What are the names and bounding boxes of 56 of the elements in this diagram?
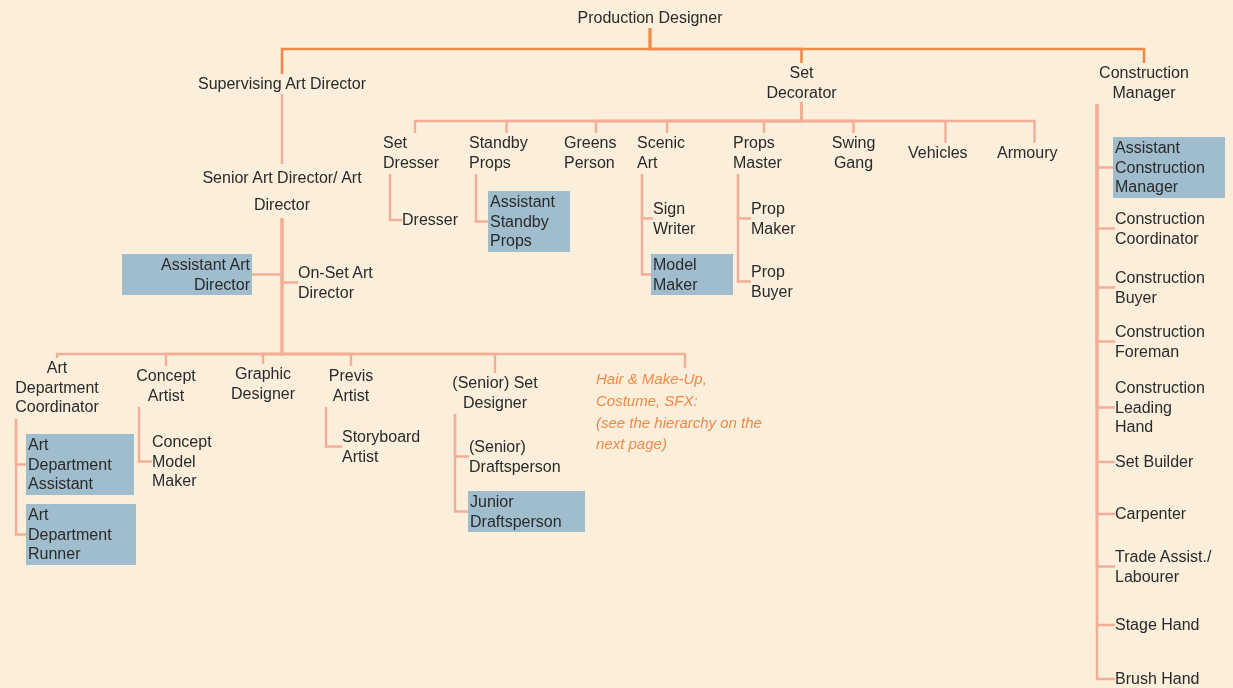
role-label: Scenic Art: [637, 133, 697, 173]
connector-line: [388, 174, 402, 222]
connector-line: [648, 28, 1146, 63]
highlighted-role-box: Junior Draftsperson: [468, 491, 585, 533]
role-label: Swing Gang: [826, 133, 881, 173]
role-label: Graphic Designer: [222, 364, 304, 404]
role-label: Concept Model Maker: [152, 432, 224, 491]
role-label: Supervising Art Director: [182, 74, 382, 94]
highlighted-role-box: Assistant Standby Props: [488, 191, 570, 252]
role-label: Dresser: [402, 210, 472, 230]
role-label: Storyboard Artist: [342, 427, 437, 467]
role-label: Previs Artist: [322, 366, 380, 406]
role-label: Greens Person: [564, 133, 628, 173]
role-label: Carpenter: [1115, 504, 1225, 524]
connector-line: [640, 174, 651, 276]
connector-line: [280, 94, 284, 164]
role-label: Stage Hand: [1115, 615, 1225, 635]
connector-line: [453, 414, 468, 513]
role-label: (Senior) Set Designer: [440, 373, 550, 413]
highlighted-role-box: Art Department Runner: [26, 504, 136, 565]
role-label: Set Dresser: [383, 133, 447, 173]
role-label: Set Decorator: [754, 63, 849, 103]
highlighted-role-box: Model Maker: [651, 254, 733, 296]
role-label: Concept Artist: [128, 366, 204, 406]
role-label: (Senior) Draftsperson: [469, 437, 581, 477]
connector-line: [280, 218, 687, 368]
connector-line: [137, 407, 152, 463]
role-label: Senior Art Director/ Art Director: [198, 164, 366, 219]
role-label: On-Set Art Director: [298, 263, 398, 303]
role-label: Construction Buyer: [1115, 268, 1225, 308]
note-text: Hair & Make-Up, Costume, SFX:: [596, 369, 708, 411]
role-label: Standby Props: [469, 133, 544, 173]
role-label: Construction Coordinator: [1115, 209, 1225, 249]
role-label: Prop Buyer: [751, 262, 809, 302]
role-label: Production Designer: [555, 8, 745, 28]
connector-line: [474, 174, 488, 223]
role-label: Construction Foreman: [1115, 322, 1225, 362]
role-label: Trade Assist./ Labourer: [1115, 547, 1227, 587]
role-label: Construction Manager: [1085, 63, 1203, 103]
role-label: Vehicles: [908, 143, 983, 163]
role-label: Sign Writer: [653, 199, 711, 239]
role-label: Armoury: [997, 143, 1072, 163]
role-label: Brush Hand: [1115, 669, 1225, 688]
role-label: Props Master: [733, 133, 795, 173]
connector-line: [736, 174, 751, 283]
highlighted-role-box: Art Department Assistant: [26, 434, 134, 495]
connector-line: [324, 407, 342, 448]
note-text: (see the hierarchy on the next page): [596, 412, 763, 455]
highlighted-role-box: Assistant Art Director: [122, 254, 252, 296]
role-label: Art Department Coordinator: [8, 358, 106, 417]
connector-line: [800, 102, 1036, 143]
highlighted-role-box: Assistant Construction Manager: [1113, 137, 1225, 198]
role-label: Set Builder: [1115, 452, 1225, 472]
role-label: Construction Leading Hand: [1115, 378, 1209, 437]
connector-line: [14, 419, 26, 536]
role-label: Prop Maker: [751, 199, 809, 239]
